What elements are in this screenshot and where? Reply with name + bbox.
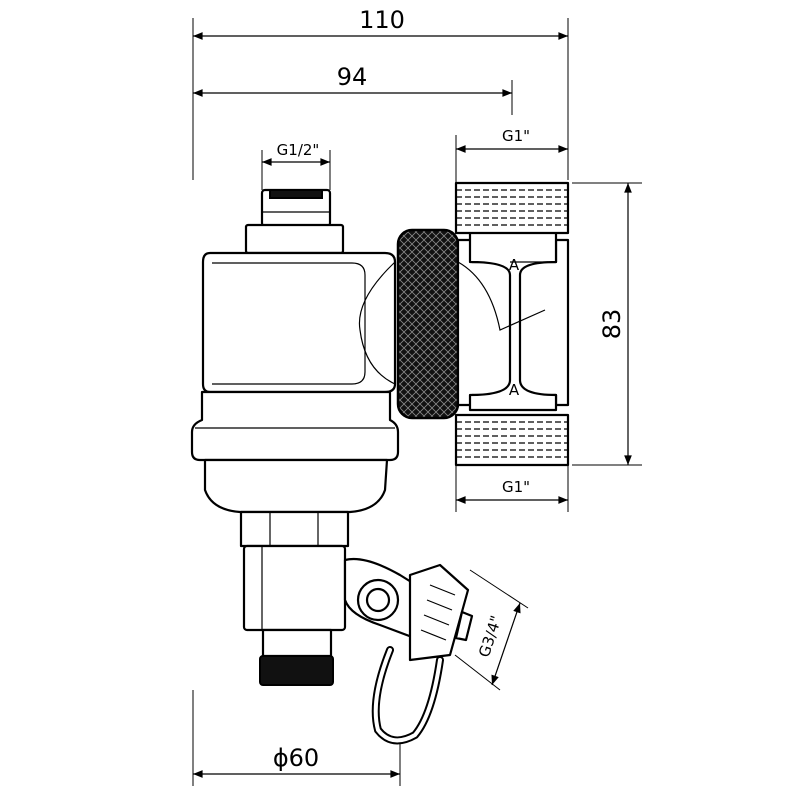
dimension-110-label: 110 xyxy=(359,6,405,34)
flow-arrow-lower: A xyxy=(509,381,520,399)
dimension-83: 83 xyxy=(572,182,642,466)
top-port-label: G1/2" xyxy=(277,141,320,159)
drain-thread-label: G3/4" xyxy=(475,613,505,659)
dimension-inlet-thread-top: G1" xyxy=(455,127,569,183)
flow-arrow-upper: A xyxy=(509,256,520,274)
dimension-diameter-60: ϕ60 xyxy=(192,690,401,786)
dimension-110: 110 xyxy=(192,6,569,180)
dimension-94-label: 94 xyxy=(337,63,368,91)
dimension-inlet-thread-bottom: G1" xyxy=(455,465,569,512)
knurled-ring xyxy=(396,228,460,420)
drain-valve xyxy=(343,557,474,745)
inlet-pipe: A A xyxy=(454,181,570,467)
inlet-thread-top-label: G1" xyxy=(502,127,530,145)
dimension-83-label: 83 xyxy=(598,309,626,340)
thread-top xyxy=(454,181,570,235)
thread-bottom xyxy=(454,413,570,467)
diameter-60-label: ϕ60 xyxy=(273,744,319,772)
filter-body xyxy=(190,188,400,686)
dimension-94: 94 xyxy=(193,63,513,115)
inlet-thread-bottom-label: G1" xyxy=(502,478,530,496)
dimension-top-port: G1/2" xyxy=(261,141,331,190)
